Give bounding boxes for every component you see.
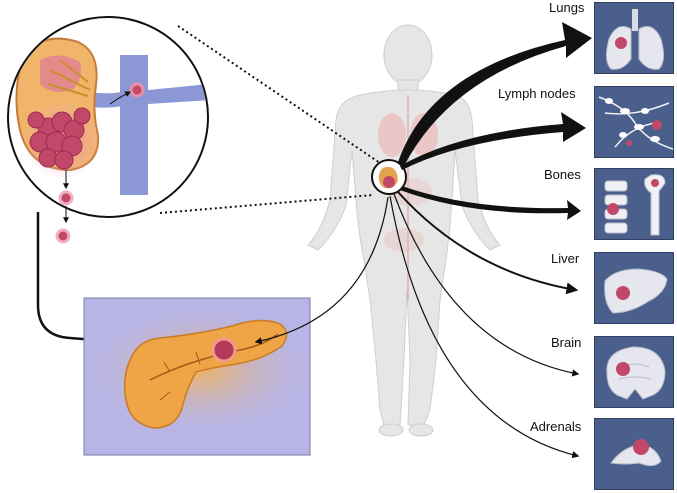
lymph-nodes-icon: [598, 96, 673, 150]
label-adrenals: Adrenals: [530, 419, 582, 434]
panel-adrenals: [594, 418, 674, 490]
circulating-tumor-cells: [55, 170, 74, 244]
arrow-to-bones: [400, 186, 581, 220]
brain-icon: [606, 346, 666, 400]
kidney-tumor: [27, 107, 91, 170]
pancreas-metastasis: [211, 337, 237, 363]
lungs-icon: [605, 9, 665, 70]
pancreas-panel: [83, 297, 311, 456]
panel-liver: [594, 252, 674, 324]
bones-icon: [604, 174, 666, 236]
panel-lymph-nodes: [594, 86, 674, 158]
arrow-to-pancreas: [36, 212, 136, 350]
panel-lungs: [594, 2, 674, 74]
arrow-to-lungs: [398, 22, 592, 166]
zoom-connector-bottom: [159, 194, 374, 214]
label-lungs: Lungs: [549, 0, 585, 15]
arrow-to-adrenals: [389, 195, 580, 459]
arrow-to-lymph-nodes: [400, 112, 586, 170]
arrow-to-brain: [393, 193, 580, 377]
arrow-body-to-pancreas: [254, 196, 389, 345]
label-bones: Bones: [544, 167, 581, 182]
kidney-highlight-circle: [371, 159, 407, 195]
label-lymph-nodes: Lymph nodes: [498, 86, 576, 101]
panel-brain: [594, 336, 674, 408]
panel-bones: [594, 168, 674, 240]
liver-icon: [604, 268, 668, 314]
arrow-to-liver: [397, 191, 579, 295]
metastasis-arrows: [398, 22, 592, 220]
kidney-zoom-inset: [7, 16, 209, 218]
zoom-connector-top: [177, 25, 381, 164]
label-brain: Brain: [551, 335, 582, 350]
pancreas-organ: [123, 319, 288, 429]
adrenals-icon: [610, 439, 662, 467]
label-liver: Liver: [551, 251, 580, 266]
